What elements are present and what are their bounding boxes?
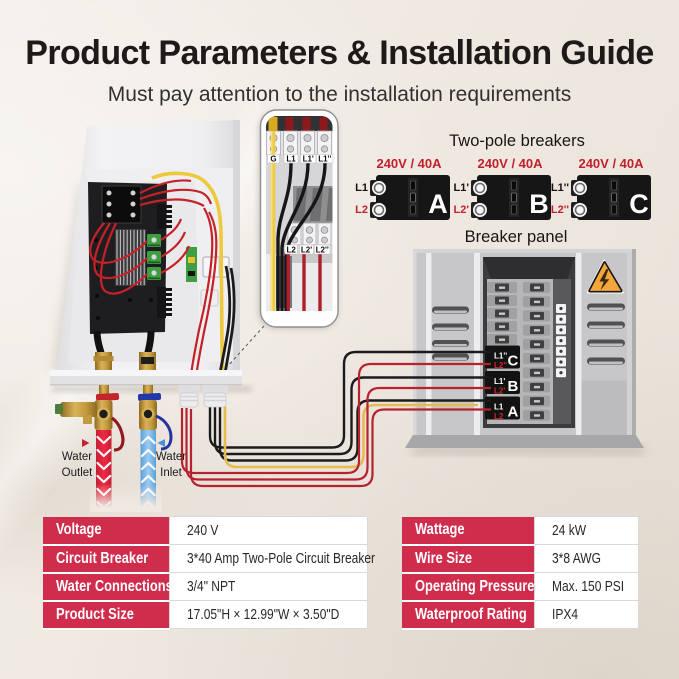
svg-text:Water: Water — [62, 451, 92, 463]
svg-text:L1: L1 — [494, 403, 504, 412]
svg-text:L1'': L1'' — [551, 182, 569, 194]
svg-text:C: C — [508, 353, 519, 370]
svg-text:A: A — [508, 404, 519, 421]
svg-text:Outlet: Outlet — [62, 467, 93, 479]
svg-text:240V / 40A: 240V / 40A — [578, 156, 644, 171]
svg-text:L2'': L2'' — [494, 361, 507, 370]
svg-text:L1'': L1'' — [318, 155, 331, 164]
svg-text:L1': L1' — [454, 182, 470, 194]
svg-text:G: G — [270, 155, 276, 164]
svg-text:C: C — [629, 189, 649, 219]
svg-text:L1: L1 — [355, 182, 368, 194]
svg-text:L2'': L2'' — [551, 204, 569, 216]
svg-text:L2'': L2'' — [316, 246, 329, 255]
svg-text:L2': L2' — [454, 204, 470, 216]
svg-text:L1'': L1'' — [494, 352, 507, 361]
svg-text:L2: L2 — [494, 412, 504, 421]
svg-text:Inlet: Inlet — [160, 467, 183, 479]
svg-text:L1: L1 — [286, 155, 296, 164]
svg-text:B: B — [508, 378, 519, 395]
svg-text:L1': L1' — [303, 155, 314, 164]
svg-text:240V / 40A: 240V / 40A — [376, 156, 442, 171]
svg-text:L2: L2 — [355, 204, 368, 216]
svg-text:A: A — [428, 189, 448, 219]
svg-text:240V / 40A: 240V / 40A — [477, 156, 543, 171]
svg-text:L2': L2' — [494, 387, 505, 396]
svg-text:L1': L1' — [494, 377, 505, 386]
svg-text:L2: L2 — [287, 246, 297, 255]
svg-text:Water: Water — [156, 451, 186, 463]
svg-text:B: B — [529, 189, 549, 219]
svg-text:L2': L2' — [301, 246, 312, 255]
